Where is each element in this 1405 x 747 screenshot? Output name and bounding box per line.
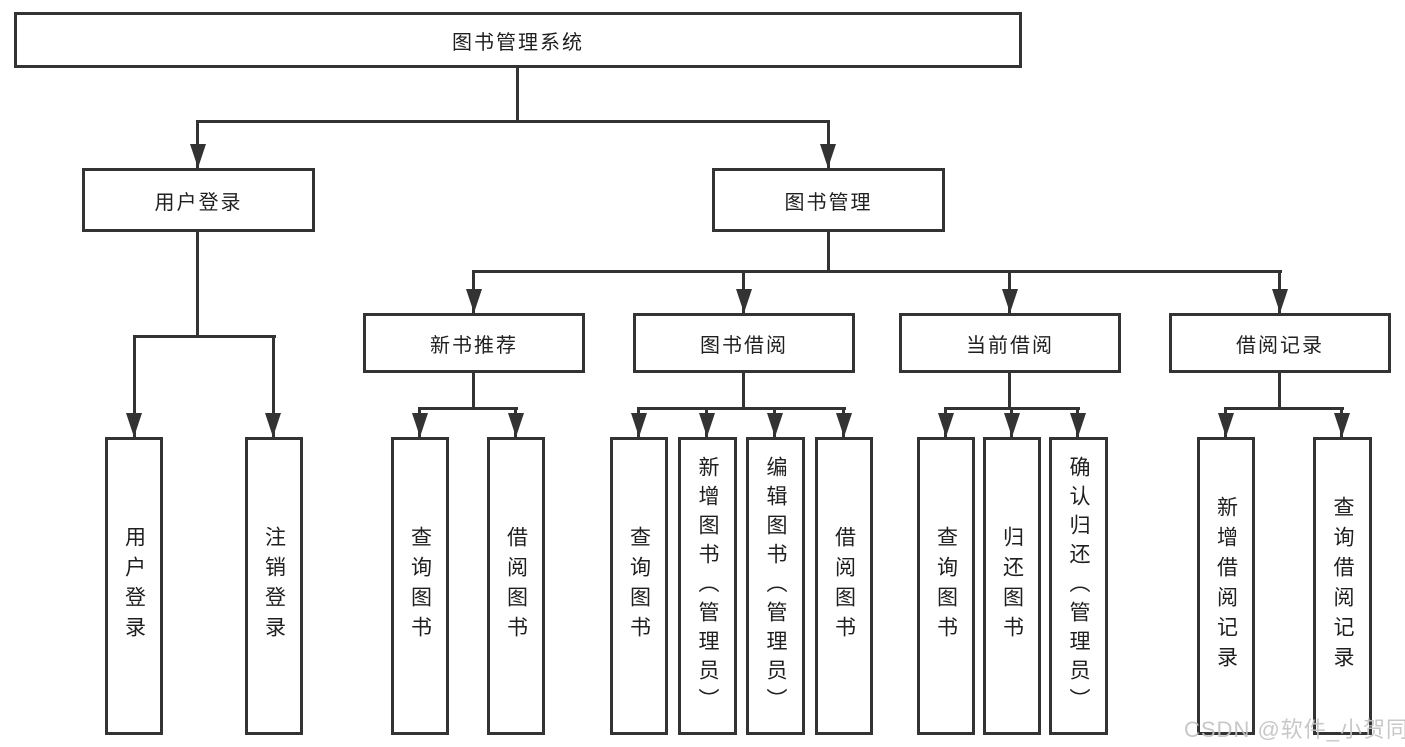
node-book-mgmt-label: 图书管理 [784, 191, 873, 214]
arrowhead-g5-2 [1334, 413, 1350, 437]
connector-new-book-rail [418, 407, 518, 410]
arrowhead-g2-2 [508, 413, 524, 437]
node-root: 图书管理系统 [14, 12, 1022, 68]
connector-borrow-record-rail [1224, 407, 1344, 410]
connector-user-login-stub [196, 232, 199, 335]
leaf-rec-borrow-book-label: 借阅图书 [504, 526, 528, 646]
connector-drop-leaf-login [133, 335, 136, 437]
leaf-current-query-book-label: 查询图书 [934, 526, 958, 646]
csdn-watermark: CSDN @软件_小贺同学 [1184, 717, 1405, 742]
leaf-confirm-return-admin-label: 确认归还（管理员） [1067, 455, 1090, 717]
arrowhead-g3-3 [767, 413, 783, 437]
node-user-login-label: 用户登录 [154, 191, 243, 214]
leaf-user-login-label: 用户登录 [122, 526, 146, 646]
connector-user-login-rail [133, 335, 276, 338]
leaf-query-borrow-record-label: 查询借阅记录 [1331, 496, 1354, 676]
node-user-login: 用户登录 [82, 168, 315, 232]
arrowhead-book-borrow [736, 289, 752, 313]
leaf-rec-query-book: 查询图书 [391, 437, 449, 735]
leaf-confirm-return-admin: 确认归还（管理员） [1049, 437, 1108, 735]
node-book-borrow-label: 图书借阅 [700, 334, 788, 357]
leaf-rec-query-book-label: 查询图书 [408, 526, 432, 646]
leaf-add-borrow-record: 新增借阅记录 [1197, 437, 1255, 735]
arrowhead-g3-4 [836, 413, 852, 437]
arrowhead-borrow-record [1272, 289, 1288, 313]
leaf-current-query-book: 查询图书 [917, 437, 975, 735]
connector-new-book-stub [472, 373, 475, 407]
leaf-add-borrow-record-label: 新增借阅记录 [1214, 496, 1238, 676]
leaf-return-book: 归还图书 [983, 437, 1041, 735]
node-root-label: 图书管理系统 [452, 31, 584, 54]
node-current-borrow: 当前借阅 [899, 313, 1121, 373]
connector-current-borrow-stub [1008, 373, 1011, 407]
arrowhead-g3-1 [631, 413, 647, 437]
leaf-logout: 注销登录 [245, 437, 303, 735]
connector-drop-leaf-logout [272, 335, 275, 437]
leaf-borrow-book: 借阅图书 [815, 437, 873, 735]
arrowhead-user-login [190, 144, 206, 168]
leaf-edit-book-admin-label: 编辑图书（管理员） [764, 455, 787, 717]
arrowhead-g4-3 [1070, 413, 1086, 437]
node-current-borrow-label: 当前借阅 [966, 334, 1054, 357]
node-book-mgmt: 图书管理 [712, 168, 945, 232]
connector-book-borrow-rail [637, 407, 846, 410]
leaf-borrow-query-book: 查询图书 [610, 437, 668, 735]
leaf-borrow-book-label: 借阅图书 [832, 526, 856, 646]
connector-level2-rail [196, 120, 830, 123]
arrowhead-g4-2 [1004, 413, 1020, 437]
leaf-return-book-label: 归还图书 [1000, 526, 1024, 646]
leaf-edit-book-admin: 编辑图书（管理员） [746, 437, 805, 735]
arrowhead-current-borrow [1002, 289, 1018, 313]
connector-book-mgmt-stub [827, 232, 830, 270]
leaf-rec-borrow-book: 借阅图书 [487, 437, 545, 735]
connector-level3-rail [472, 270, 1282, 273]
node-borrow-record: 借阅记录 [1169, 313, 1391, 373]
arrowhead-g3-2 [699, 413, 715, 437]
arrowhead-new-book [466, 289, 482, 313]
arrowhead-leaf-login [126, 413, 142, 437]
connector-borrow-record-stub [1278, 373, 1281, 407]
node-borrow-record-label: 借阅记录 [1236, 334, 1324, 357]
arrowhead-leaf-logout [265, 413, 281, 437]
leaf-user-login: 用户登录 [105, 437, 163, 735]
connector-book-borrow-stub [742, 373, 745, 407]
arrowhead-g2-1 [412, 413, 428, 437]
connector-root-stub [516, 68, 519, 120]
arrowhead-g5-1 [1218, 413, 1234, 437]
node-book-borrow: 图书借阅 [633, 313, 855, 373]
node-new-book-rec-label: 新书推荐 [430, 334, 518, 357]
leaf-add-book-admin-label: 新增图书（管理员） [696, 455, 719, 717]
arrowhead-book-mgmt [820, 144, 836, 168]
arrowhead-g4-1 [938, 413, 954, 437]
leaf-query-borrow-record: 查询借阅记录 [1313, 437, 1372, 735]
leaf-borrow-query-book-label: 查询图书 [627, 526, 651, 646]
node-new-book-rec: 新书推荐 [363, 313, 585, 373]
leaf-logout-label: 注销登录 [262, 526, 286, 646]
leaf-add-book-admin: 新增图书（管理员） [678, 437, 737, 735]
